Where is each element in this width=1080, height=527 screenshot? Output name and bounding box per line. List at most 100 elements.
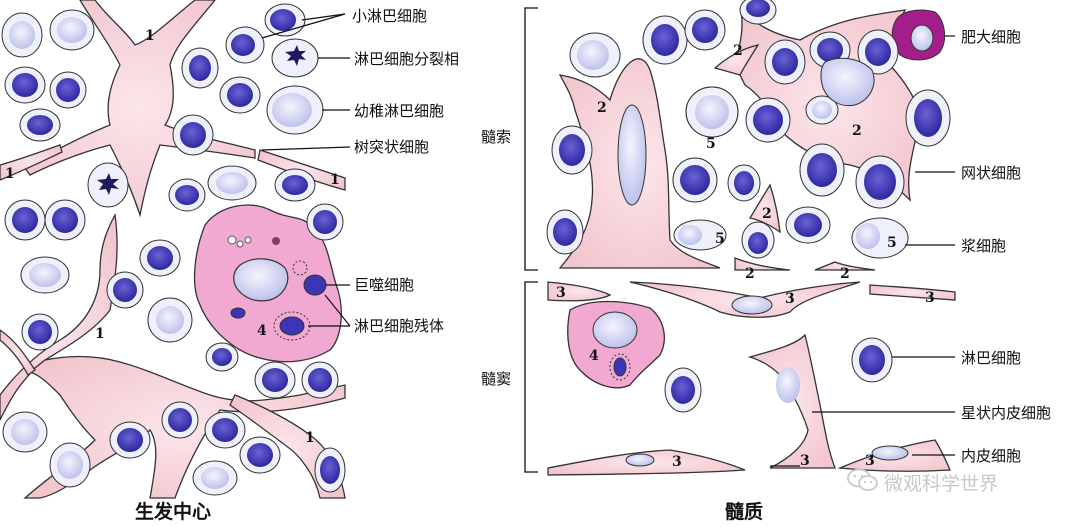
lymphocyte (274, 168, 316, 202)
caption-medulla: 髓质 (725, 501, 764, 523)
label-lymphocyte: 淋巴细胞 (961, 349, 1022, 367)
medulla-panel: 2 2 2 2 2 2 5 5 5 3 3 3 3 3 3 4 (524, 0, 956, 476)
macrophage (193, 204, 342, 363)
lymphocyte (785, 206, 831, 244)
lymphocyte (161, 401, 199, 439)
number-1: 1 (95, 326, 105, 342)
number-5: 5 (887, 235, 897, 251)
number-3: 3 (800, 453, 810, 469)
number-markers-right: 2 2 2 2 2 2 5 5 5 3 3 3 3 3 3 4 (556, 43, 935, 470)
lymphocyte (855, 155, 905, 209)
lymphocyte (44, 199, 86, 241)
lymphocyte (181, 47, 219, 89)
plasma-cell (851, 217, 909, 259)
number-5: 5 (715, 231, 725, 247)
lymphocyte (19, 108, 61, 142)
label-medullary-sinus: 髓窦 (481, 370, 512, 388)
number-1: 1 (145, 28, 155, 44)
lymphocyte (301, 361, 339, 399)
label-endothelial-cell: 内皮细胞 (961, 447, 1022, 465)
label-lymphocyte-mitosis: 淋巴细胞分裂相 (354, 50, 460, 68)
plasma-cells (673, 86, 909, 259)
label-lymphocyte-residue: 淋巴细胞残体 (354, 317, 445, 335)
number-2: 2 (762, 206, 772, 222)
lymphocyte (1, 12, 43, 58)
germinal-center-panel: 1 1 1 1 1 4 (0, 0, 351, 499)
number-4: 4 (589, 348, 599, 364)
label-macrophage: 巨噬细胞 (354, 276, 415, 294)
number-4: 4 (257, 323, 267, 339)
lymphocyte (727, 164, 761, 202)
brackets (524, 7, 538, 473)
lymphocyte (764, 39, 806, 85)
lymphocyte (739, 0, 777, 25)
label-mast-cell: 肥大细胞 (961, 28, 1022, 46)
reticular-nuclei (617, 57, 909, 467)
caption-germinal-center: 生发中心 (135, 501, 212, 523)
lymphocyte (2, 411, 48, 453)
lymphocyte (642, 15, 688, 65)
lymphocyte (4, 199, 46, 241)
lymphocyte (306, 203, 344, 241)
mitotic-lymphocyte (87, 162, 129, 208)
plasma-cell (741, 221, 775, 259)
plasma-cell (673, 219, 727, 251)
plasma-cell (685, 86, 739, 138)
number-3: 3 (925, 290, 935, 306)
lymphocyte (551, 125, 593, 175)
lymphocyte (49, 71, 87, 109)
label-stellate-endothelial-cell: 星状内皮细胞 (961, 404, 1052, 422)
number-5: 5 (706, 136, 716, 152)
number-2: 2 (597, 100, 607, 116)
lymphocyte (254, 361, 296, 399)
left-leader-lines (261, 13, 351, 327)
label-dendritic-cell: 树突状细胞 (354, 138, 430, 156)
number-1: 1 (330, 172, 340, 188)
immature-lymphocyte (266, 85, 324, 135)
label-reticular-cell: 网状细胞 (961, 164, 1022, 182)
lymphocyte (219, 76, 261, 114)
number-markers: 1 1 1 1 1 4 (5, 28, 340, 446)
lymphocyte (147, 297, 193, 343)
sinus-macrophage (567, 300, 665, 389)
lymphocyte (684, 9, 726, 51)
medulla-lymphocytes (546, 0, 951, 413)
lymphocyte (139, 239, 181, 277)
lymphocyte (21, 313, 59, 351)
label-medullary-cord: 髓索 (481, 128, 512, 146)
lymphocyte (49, 442, 91, 488)
small-lymphocytes (1, 3, 346, 496)
lymphocyte (239, 436, 281, 474)
number-3: 3 (672, 454, 682, 470)
number-2: 2 (852, 123, 862, 139)
number-2: 2 (733, 43, 743, 59)
lymphocyte (745, 97, 791, 143)
lymphocyte (49, 9, 95, 51)
lymphocyte (569, 32, 621, 78)
label-plasma-cell: 浆细胞 (961, 237, 1007, 255)
lymphocyte (664, 367, 702, 413)
lymphocyte (4, 66, 46, 104)
lymphocyte (851, 337, 893, 383)
lymphocyte (857, 29, 899, 75)
number-3: 3 (785, 291, 795, 307)
lymphocyte (685, 86, 739, 138)
number-1: 1 (305, 430, 315, 446)
lymphocyte (204, 411, 246, 449)
right-leader-lines (770, 35, 955, 467)
wechat-logo-icon (847, 468, 878, 491)
lymphocyte (905, 89, 951, 147)
lymphocyte (207, 165, 257, 201)
number-3: 3 (865, 453, 875, 469)
lymphocyte (225, 26, 265, 64)
label-small-lymphocyte: 小淋巴细胞 (352, 7, 428, 25)
number-2: 2 (745, 266, 755, 282)
lymphocyte (672, 157, 718, 203)
lymphocyte (799, 143, 845, 197)
number-1: 1 (5, 166, 15, 182)
lymphocyte (20, 256, 70, 294)
watermark-text: 微观科学世界 (884, 473, 999, 495)
lymphocyte (106, 271, 144, 309)
number-3: 3 (556, 285, 566, 301)
